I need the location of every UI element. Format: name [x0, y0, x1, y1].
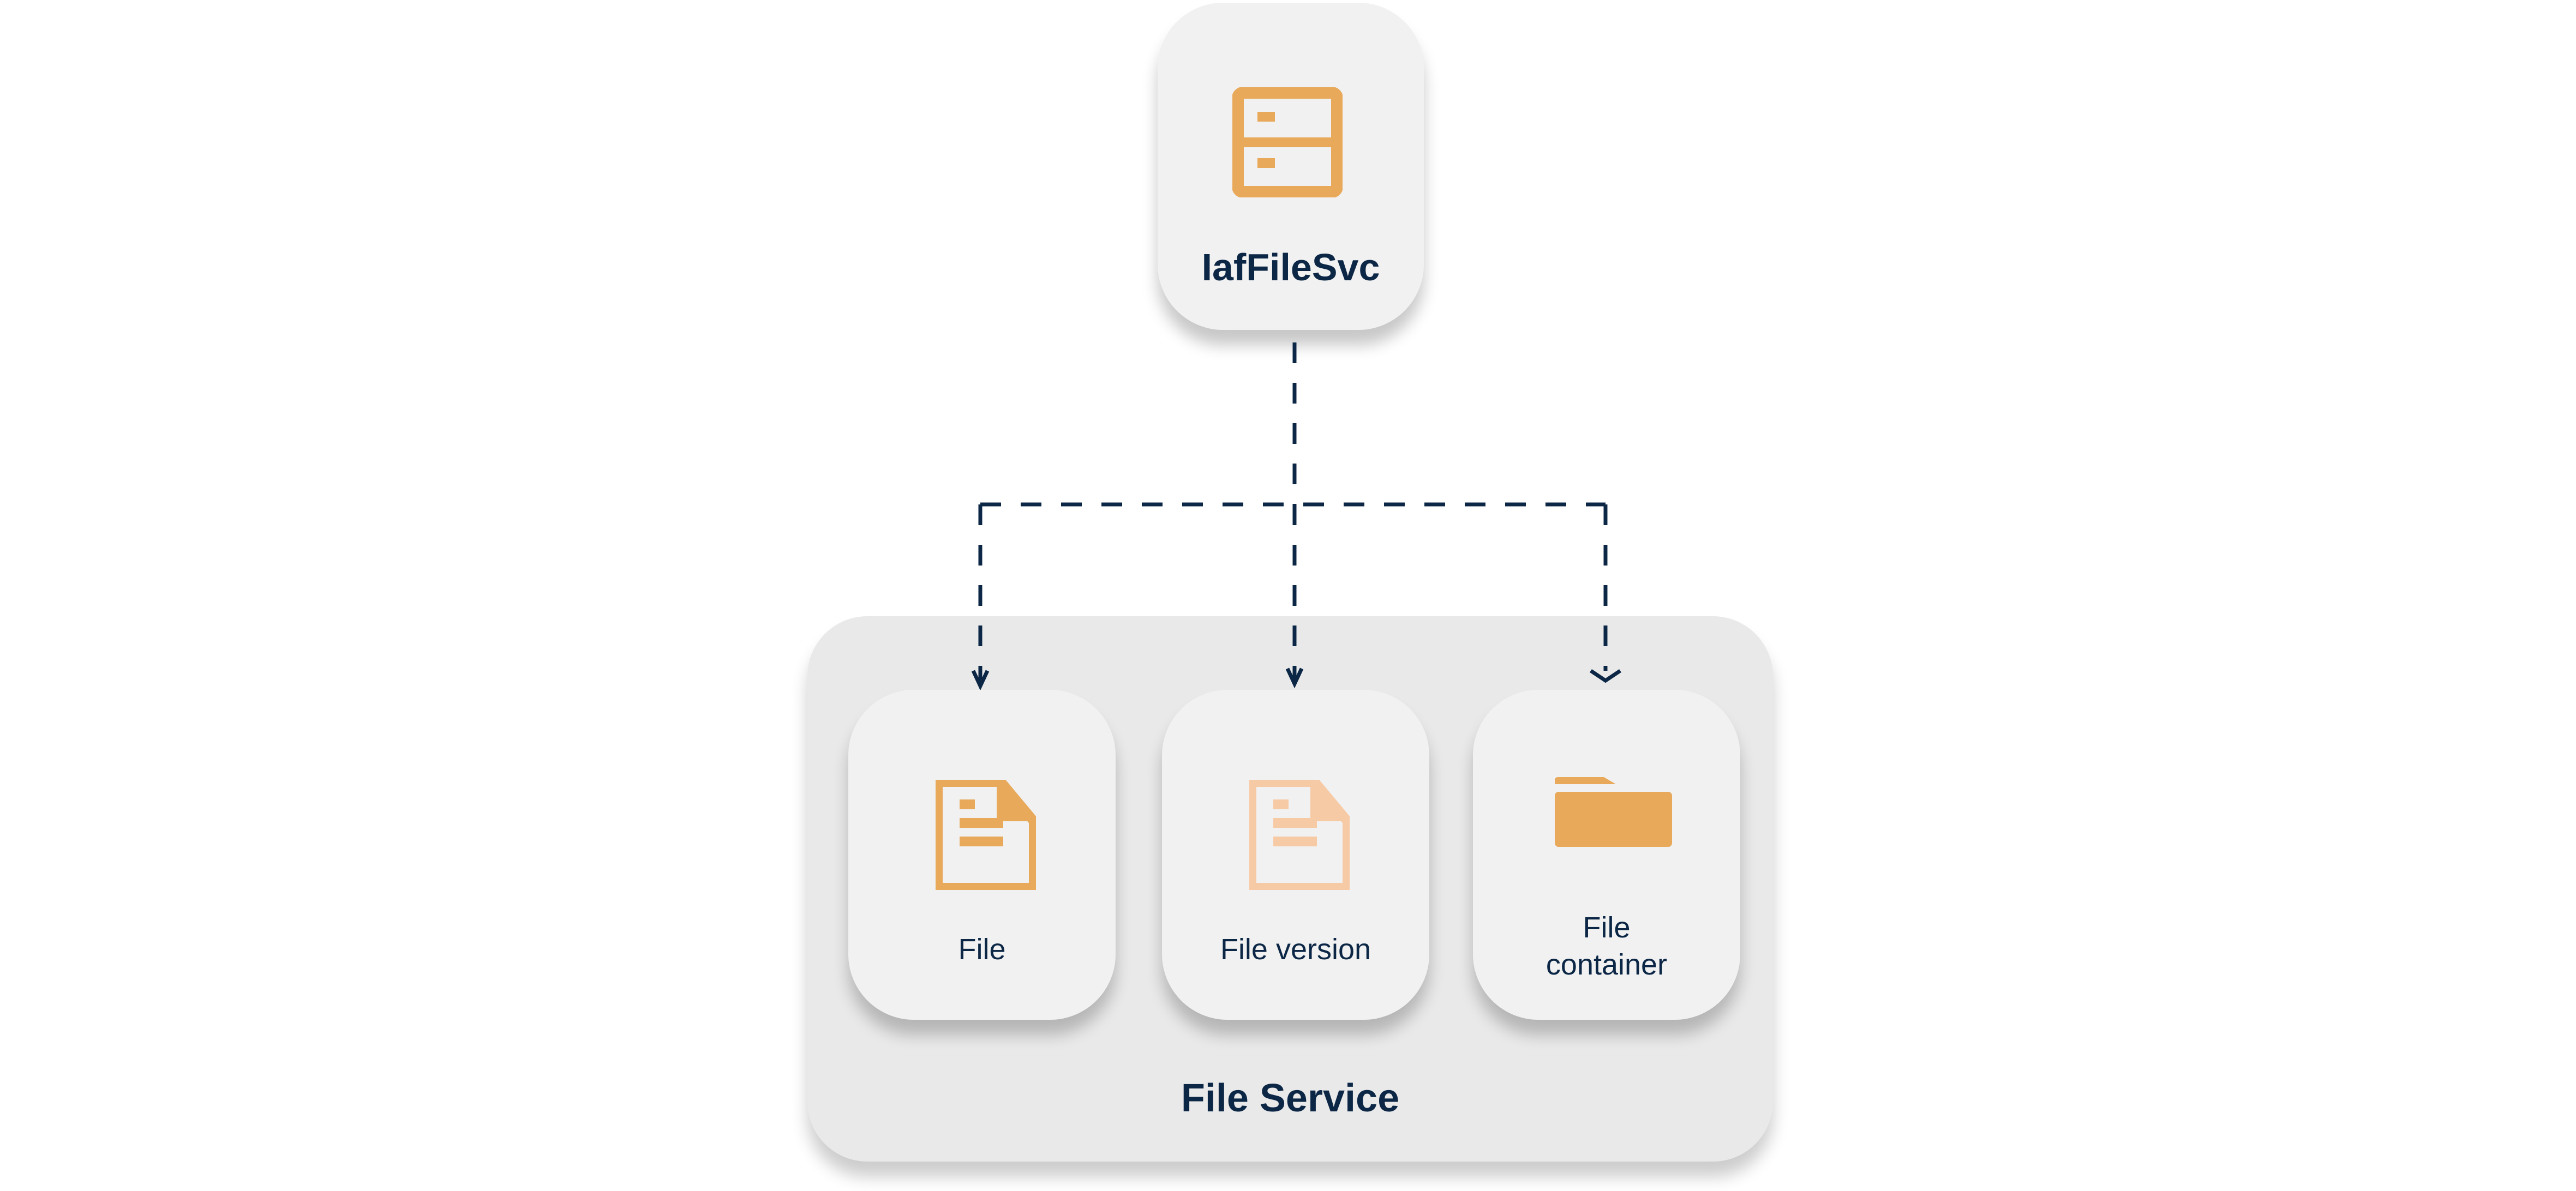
file-node[interactable]: File — [848, 690, 1116, 1020]
arrowhead-file-version — [1285, 667, 1304, 689]
document-version-icon — [1249, 780, 1350, 890]
folder-icon — [1555, 777, 1672, 847]
file-label: File — [958, 933, 1006, 966]
container-label: File Service — [1181, 1076, 1400, 1120]
arrowhead-file-container — [1590, 669, 1621, 683]
document-icon — [936, 780, 1036, 890]
server-icon — [1232, 87, 1343, 197]
file-version-label: File version — [1220, 933, 1371, 966]
iaffilesvc-node[interactable]: IafFileSvc — [1158, 3, 1424, 330]
file-version-node[interactable]: File version — [1162, 690, 1429, 1020]
file-container-label-line2: container — [1545, 948, 1668, 981]
top-node-label: IafFileSvc — [1201, 246, 1380, 288]
arrowhead-file — [971, 670, 990, 691]
file-container-node[interactable]: File container — [1473, 690, 1740, 1020]
file-container-label-line1: File — [1583, 911, 1631, 944]
